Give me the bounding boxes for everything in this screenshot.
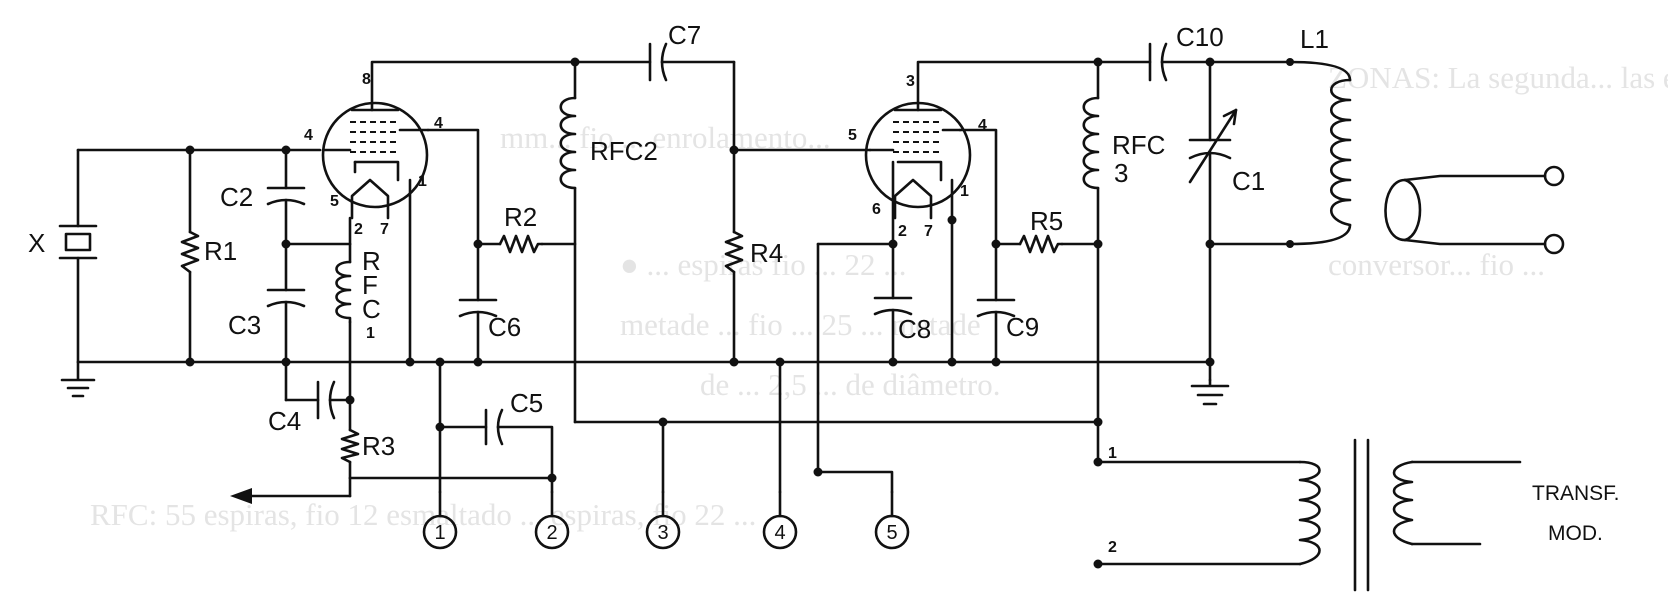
v2-pin-7: 7 [924, 223, 933, 240]
junction-dots [185, 57, 1294, 569]
capacitor-c9: C9 [976, 298, 1039, 342]
coil-l1: L1 [1300, 24, 1422, 242]
rfc1-label-r: R [362, 246, 381, 276]
r4-label: R4 [750, 238, 783, 268]
rfc1-label-1: 1 [366, 325, 375, 342]
output-terminal-upper [1543, 165, 1565, 187]
r3-label: R3 [362, 431, 395, 461]
capacitor-c2: C2 [220, 182, 306, 212]
modulation-transformer: TRANSF. MOD. 1 2 [1108, 438, 1620, 592]
arrow-left-icon [230, 488, 252, 504]
terminal-2-label: 2 [546, 522, 557, 544]
resistor-r5: R5 [1018, 206, 1064, 254]
crystal-label: X [28, 228, 45, 258]
terminal-4: 4 [762, 514, 798, 550]
choke-rfc2: RFC2 [559, 96, 658, 190]
v2-pin-5: 5 [848, 127, 857, 144]
r2-label: R2 [504, 202, 537, 232]
v2-pin-2: 2 [898, 223, 907, 240]
rfc3-label: RFC [1112, 130, 1165, 160]
resistor-r3: R3 [340, 428, 395, 464]
c5-label: C5 [510, 388, 543, 418]
bg-text-line: ● ... espiras fio ... 22 ... [620, 247, 907, 282]
rfc2-label: RFC2 [590, 136, 658, 166]
terminal-strip: 1 2 3 4 5 [422, 490, 910, 550]
terminal-3-label: 3 [657, 522, 668, 544]
v1-pin-4-left: 4 [304, 127, 313, 144]
v1-pin-2: 2 [354, 221, 363, 238]
resistor-r2: R2 [498, 202, 544, 254]
capacitor-c1-variable: C1 [1188, 108, 1265, 196]
v2-pin-1: 1 [960, 183, 969, 200]
capacitor-c7: C7 [648, 20, 701, 82]
crystal-x: X [28, 224, 98, 260]
capacitor-c4: C4 [268, 380, 336, 436]
c9-label: C9 [1006, 312, 1039, 342]
choke-rfc1: R F C 1 [335, 246, 381, 342]
c3-label: C3 [228, 310, 261, 340]
ground-icon [1190, 378, 1230, 406]
transformer-label-line1: TRANSF. [1532, 482, 1620, 505]
c2-label: C2 [220, 182, 253, 212]
v2-pin-6: 6 [872, 201, 881, 218]
l1-label: L1 [1300, 24, 1329, 54]
capacitor-c8: C8 [873, 296, 931, 344]
tube-v1: 8 4 4 5 1 2 7 [304, 71, 443, 238]
resistor-r1: R1 [180, 230, 237, 274]
terminal-1-label: 1 [434, 522, 445, 544]
c6-label: C6 [488, 312, 521, 342]
c1-label: C1 [1232, 166, 1265, 196]
v1-pin-7: 7 [380, 221, 389, 238]
c4-label: C4 [268, 406, 301, 436]
c8-label: C8 [898, 314, 931, 344]
v1-pin-5: 5 [330, 193, 339, 210]
v2-pin-4: 4 [978, 117, 987, 134]
capacitor-c6: C6 [458, 298, 521, 342]
choke-rfc3: RFC 3 [1082, 96, 1165, 190]
bg-text-line: de ... 2,5 ... de diâmetro. [700, 367, 1000, 402]
c7-label: C7 [668, 20, 701, 50]
c10-label: C10 [1176, 22, 1224, 52]
terminal-4-label: 4 [774, 522, 785, 544]
rfc1-label-f: F [362, 270, 378, 300]
bg-text-line: ZONAS: La segunda... las espiras, ... 22 [1328, 60, 1668, 95]
v1-pin-1: 1 [418, 173, 427, 190]
capacitor-c10: C10 [1148, 22, 1224, 82]
bg-text-line: conversor... fio ... [1328, 247, 1545, 282]
capacitor-c3: C3 [228, 288, 306, 340]
bg-text-line: RFC: 55 espiras, fio 12 esmaltado ... es… [90, 497, 756, 532]
rfc3-label-number: 3 [1114, 158, 1128, 188]
capacitor-c5: C5 [484, 388, 543, 446]
v2-pin-3: 3 [906, 73, 915, 90]
terminal-5-label: 5 [886, 522, 897, 544]
output-terminal-lower [1543, 233, 1565, 255]
v1-pin-8: 8 [362, 71, 371, 88]
rfc1-label-c: C [362, 294, 381, 324]
bg-text-line: metade ... fio ... 25 ... metade [620, 307, 981, 342]
v1-pin-4-right: 4 [434, 115, 443, 132]
tube-v2: 3 5 4 6 1 2 7 [848, 73, 987, 240]
terminal-5: 5 [874, 514, 910, 550]
antenna-output-terminals [1543, 165, 1565, 255]
ground-symbols [60, 360, 1230, 406]
transformer-label-line2: MOD. [1548, 522, 1603, 545]
resistor-r4: R4 [724, 230, 783, 274]
r5-label: R5 [1030, 206, 1063, 236]
transformer-tap-2: 2 [1108, 539, 1117, 556]
background-text: ZONAS: La segunda... las espiras, ... 22… [90, 60, 1668, 532]
transformer-tap-1: 1 [1108, 445, 1117, 462]
ground-icon [60, 360, 96, 398]
r1-label: R1 [204, 236, 237, 266]
